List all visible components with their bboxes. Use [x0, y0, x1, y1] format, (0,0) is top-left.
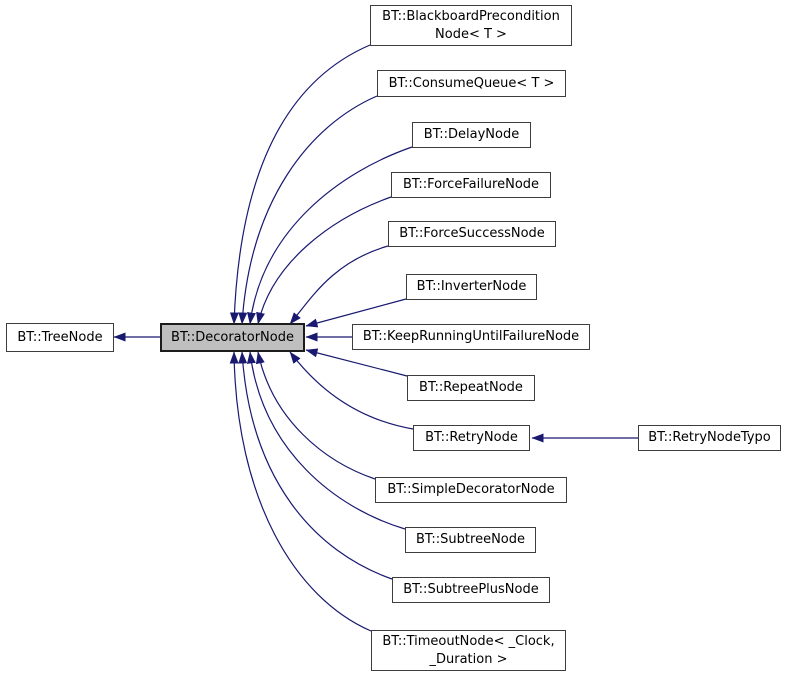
node-label: BT::DecoratorNode — [171, 329, 294, 345]
node-label: BT::InverterNode — [416, 279, 527, 295]
node-bt-retrynode[interactable]: BT::RetryNode — [413, 425, 530, 451]
node-bt-blackboardpreconditionnode[interactable]: BT::BlackboardPrecondition Node< T > — [370, 5, 572, 46]
edge-delay-to-decorator — [247, 146, 413, 325]
node-label: BT::ForceSuccessNode — [399, 226, 545, 242]
node-bt-forcesuccessnode[interactable]: BT::ForceSuccessNode — [388, 221, 556, 247]
node-bt-treenode[interactable]: BT::TreeNode — [6, 323, 114, 352]
node-bt-timeoutnode[interactable]: BT::TimeoutNode< _Clock, _Duration > — [371, 630, 566, 671]
node-bt-simpledecoratornode[interactable]: BT::SimpleDecoratorNode — [375, 477, 567, 503]
node-label: BT::SubtreePlusNode — [403, 582, 539, 598]
node-label: BT::ForceFailureNode — [402, 177, 540, 193]
node-bt-repeatnode[interactable]: BT::RepeatNode — [407, 375, 535, 401]
node-label: Node< T > — [435, 26, 507, 42]
node-label: BT::RepeatNode — [419, 380, 523, 396]
node-bt-consumequeue[interactable]: BT::ConsumeQueue< T > — [377, 70, 566, 97]
edge-forcefailure-to-decorator — [256, 196, 392, 325]
node-bt-keeprunninguntilfailurenode[interactable]: BT::KeepRunningUntilFailureNode — [352, 324, 590, 350]
node-bt-retrynodetypo[interactable]: BT::RetryNodeTypo — [638, 425, 781, 451]
edge-blackboard-to-decorator — [229, 44, 371, 325]
node-label: BT::RetryNodeTypo — [648, 430, 771, 446]
edge-inverter-to-decorator — [305, 298, 407, 328]
node-label: BT::TimeoutNode< _Clock, — [382, 633, 555, 649]
edge-timeout-to-decorator — [229, 351, 372, 632]
node-label: _Duration > — [429, 651, 508, 667]
node-label: BT::SubtreeNode — [415, 532, 525, 548]
node-label: BT::ConsumeQueue< T > — [388, 75, 555, 91]
edge-consumequeue-to-decorator — [238, 95, 378, 325]
node-bt-delaynode[interactable]: BT::DelayNode — [412, 122, 531, 148]
node-bt-decoratornode: BT::DecoratorNode — [160, 323, 305, 352]
node-label: BT::BlackboardPrecondition — [382, 8, 560, 24]
node-bt-subtreeplusnode[interactable]: BT::SubtreePlusNode — [392, 577, 550, 603]
node-bt-forcefailurenode[interactable]: BT::ForceFailureNode — [391, 172, 551, 198]
edge-forcesuccess-to-decorator — [289, 245, 389, 325]
edge-retry-to-decorator — [289, 351, 414, 430]
edge-simpledecorator-to-decorator — [255, 351, 376, 480]
node-label: BT::DelayNode — [423, 127, 520, 143]
node-label: BT::SimpleDecoratorNode — [387, 482, 555, 498]
edge-subtreeplus-to-decorator — [238, 351, 393, 580]
edge-repeat-to-decorator — [305, 348, 408, 377]
node-bt-subtreenode[interactable]: BT::SubtreeNode — [405, 527, 536, 553]
edge-subtree-to-decorator — [246, 351, 406, 530]
node-label: BT::KeepRunningUntilFailureNode — [362, 329, 580, 345]
node-bt-inverternode[interactable]: BT::InverterNode — [406, 274, 537, 300]
node-label: BT::RetryNode — [425, 430, 518, 446]
node-label: BT::TreeNode — [17, 329, 103, 345]
